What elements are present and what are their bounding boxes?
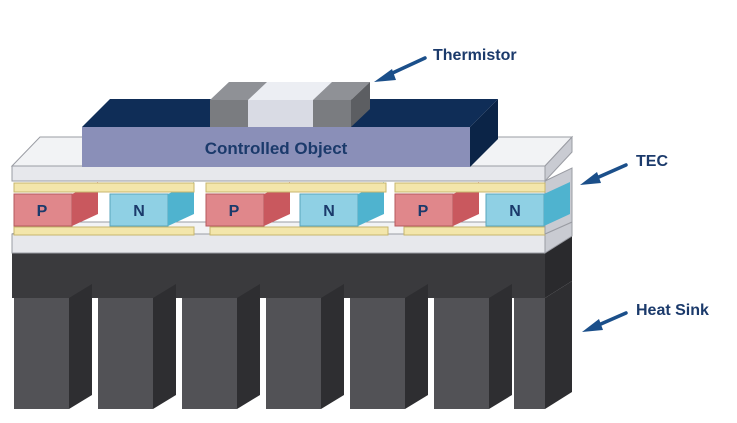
pellet-label: P [418, 203, 429, 220]
controlled-object-side [470, 99, 498, 167]
heat-sink-fins [14, 281, 572, 409]
pellet-label: N [323, 203, 335, 220]
controlled-object-front [82, 127, 470, 167]
callout-thermistor: Thermistor [374, 47, 517, 82]
pellet-n: N [485, 182, 570, 227]
pellet-p: P [205, 182, 290, 227]
heat-sink-fin [266, 284, 344, 409]
heat-sink-fin [514, 281, 572, 409]
pellet-row: P N P N P [13, 182, 570, 227]
pellet-p: P [394, 182, 479, 227]
heat-sink-fin [98, 284, 176, 409]
heat-sink-label: Heat Sink [636, 302, 709, 319]
thermistor-label: Thermistor [433, 47, 517, 64]
tec-arrowhead [580, 172, 601, 185]
heat-sink [12, 236, 572, 409]
tec-top-plate [11, 165, 546, 182]
pellet-label: P [229, 203, 240, 220]
thermistor-arrowhead [374, 69, 396, 82]
thermistor-right-cap [313, 100, 351, 127]
heat-sink-fin [350, 284, 428, 409]
heat-sink-fin [182, 284, 260, 409]
tec-bottom-conductors [13, 226, 546, 236]
thermistor-side [351, 82, 370, 127]
controlled-object: Controlled Object [82, 99, 498, 167]
pellet-p: P [13, 182, 98, 227]
thermistor-body [248, 100, 313, 127]
thermistor-top-left-cap [210, 82, 267, 100]
tec-bottom-plate [11, 233, 546, 254]
pellet-label: N [133, 203, 145, 220]
heat-sink-base [12, 253, 545, 298]
thermistor-left-cap [210, 100, 248, 127]
controlled-object-label: Controlled Object [205, 139, 348, 158]
heat-sink-fin [434, 284, 512, 409]
pellet-n: N [109, 182, 194, 227]
pellet-label: N [509, 203, 521, 220]
tec-top-conductors [13, 182, 546, 193]
heat-sink-fin [14, 284, 92, 409]
tec-label: TEC [636, 153, 668, 170]
tec-top-plate-side [544, 135, 573, 183]
callout-tec: TEC [580, 153, 668, 185]
pellet-n: N [299, 182, 384, 227]
thermistor [210, 82, 370, 127]
pellet-label: P [37, 203, 48, 220]
callout-heat-sink: Heat Sink [582, 302, 709, 332]
heat-sink-base-side [545, 236, 572, 298]
heat-sink-arrowhead [582, 319, 603, 332]
